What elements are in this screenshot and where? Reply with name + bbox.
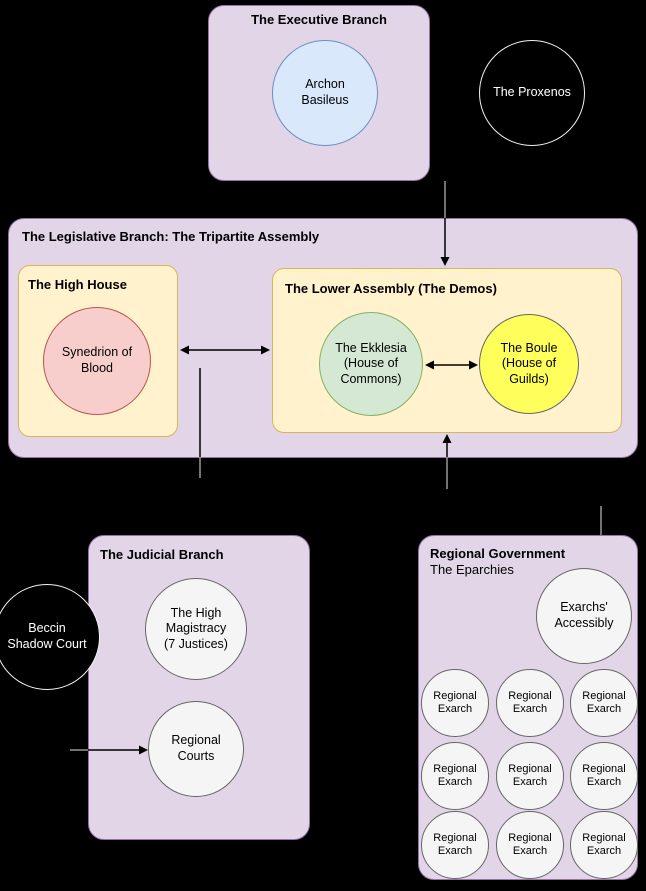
node-label: Regional bbox=[582, 831, 626, 844]
node-boule: The Boule (House of Guilds) bbox=[479, 314, 579, 414]
node-label: Courts bbox=[177, 749, 215, 763]
legislative-branch-title: The Legislative Branch: The Tripartite A… bbox=[22, 229, 320, 244]
node-label: Regional bbox=[433, 762, 477, 775]
node-label: Regional bbox=[508, 762, 552, 775]
node-synedrion-of-blood: Synedrion of Blood bbox=[43, 307, 151, 415]
node-regional-exarch: Regional Exarch bbox=[421, 669, 489, 737]
node-beccin-shadow-court: Beccin Shadow Court bbox=[0, 584, 100, 690]
node-label: Exarch bbox=[437, 776, 473, 788]
node-label: Accessibly bbox=[554, 616, 614, 630]
node-label: (House of bbox=[343, 356, 399, 371]
node-regional-exarch: Regional Exarch bbox=[496, 742, 564, 810]
node-label: Exarch bbox=[437, 845, 473, 857]
lower-assembly-title: The Lower Assembly (The Demos) bbox=[285, 281, 497, 296]
node-label: Magistracy bbox=[165, 621, 227, 636]
judicial-branch-title: The Judicial Branch bbox=[100, 547, 224, 562]
node-label: Exarch bbox=[586, 703, 622, 715]
node-label: Beccin bbox=[28, 621, 66, 636]
node-label: Exarch bbox=[512, 845, 548, 857]
node-regional-exarch: Regional Exarch bbox=[421, 742, 489, 810]
node-label: Exarchs' bbox=[560, 600, 608, 615]
node-exarchs-assembly: Exarchs' Accessibly bbox=[536, 568, 632, 664]
node-label: (7 Justices) bbox=[164, 636, 228, 651]
node-label: Exarch bbox=[586, 845, 622, 857]
node-label: Regional bbox=[433, 689, 477, 702]
node-regional-exarch: Regional Exarch bbox=[496, 669, 564, 737]
node-high-magistracy: The High Magistracy (7 Justices) bbox=[145, 578, 247, 680]
node-the-proxenos: The Proxenos bbox=[479, 40, 585, 146]
node-regional-courts: Regional Courts bbox=[148, 701, 244, 797]
node-archon-basileus: Archon Basileus bbox=[272, 40, 378, 146]
node-label: Exarch bbox=[437, 703, 473, 715]
node-label: Basileus bbox=[301, 93, 349, 107]
node-regional-exarch: Regional Exarch bbox=[421, 811, 489, 879]
node-label: Exarch bbox=[586, 776, 622, 788]
node-label: The Boule bbox=[500, 340, 558, 355]
node-regional-exarch: Regional Exarch bbox=[570, 669, 638, 737]
node-label: Exarch bbox=[512, 776, 548, 788]
node-label: The High bbox=[170, 605, 222, 620]
node-label: Regional bbox=[433, 831, 477, 844]
high-house-title: The High House bbox=[28, 277, 127, 292]
node-ekklesia: The Ekklesia (House of Commons) bbox=[319, 312, 423, 416]
regional-government-subtitle: The Eparchies bbox=[430, 562, 514, 577]
node-label: Synedrion of bbox=[61, 345, 133, 360]
node-regional-exarch: Regional Exarch bbox=[570, 742, 638, 810]
node-label: Archon bbox=[305, 77, 345, 92]
node-label: Regional bbox=[171, 733, 221, 748]
node-label: Commons) bbox=[340, 371, 402, 386]
executive-branch-title: The Executive Branch bbox=[251, 12, 387, 27]
node-label: Regional bbox=[582, 689, 626, 702]
node-label: The Proxenos bbox=[493, 85, 571, 100]
node-regional-exarch: Regional Exarch bbox=[570, 811, 638, 879]
node-label: (House of bbox=[501, 356, 557, 371]
node-label: Shadow Court bbox=[7, 637, 87, 651]
node-label: Regional bbox=[508, 831, 552, 844]
node-label: Blood bbox=[81, 361, 113, 375]
node-regional-exarch: Regional Exarch bbox=[496, 811, 564, 879]
node-label: Exarch bbox=[512, 703, 548, 715]
node-label: Regional bbox=[508, 689, 552, 702]
node-label: Guilds) bbox=[509, 371, 549, 386]
regional-government-title: Regional Government bbox=[430, 546, 566, 561]
node-label: The Ekklesia bbox=[335, 340, 407, 355]
node-label: Regional bbox=[582, 762, 626, 775]
